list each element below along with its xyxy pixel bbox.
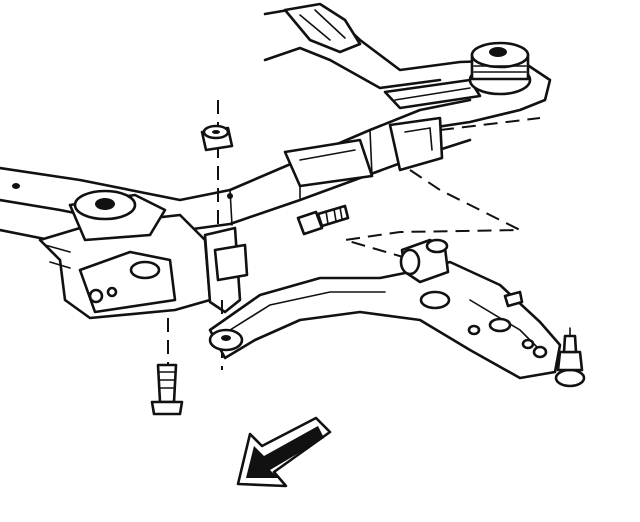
front-direction-arrow [236, 416, 332, 488]
lower-control-arm [208, 260, 562, 380]
vertical-bolt [150, 363, 184, 416]
bolt [296, 204, 350, 236]
control-arm-bracket [203, 226, 249, 314]
control-arm-bushing [399, 238, 450, 284]
nut [200, 124, 234, 152]
rear-body-mount [468, 41, 532, 96]
front-body-mount [38, 189, 212, 320]
ball-joint [521, 327, 586, 388]
